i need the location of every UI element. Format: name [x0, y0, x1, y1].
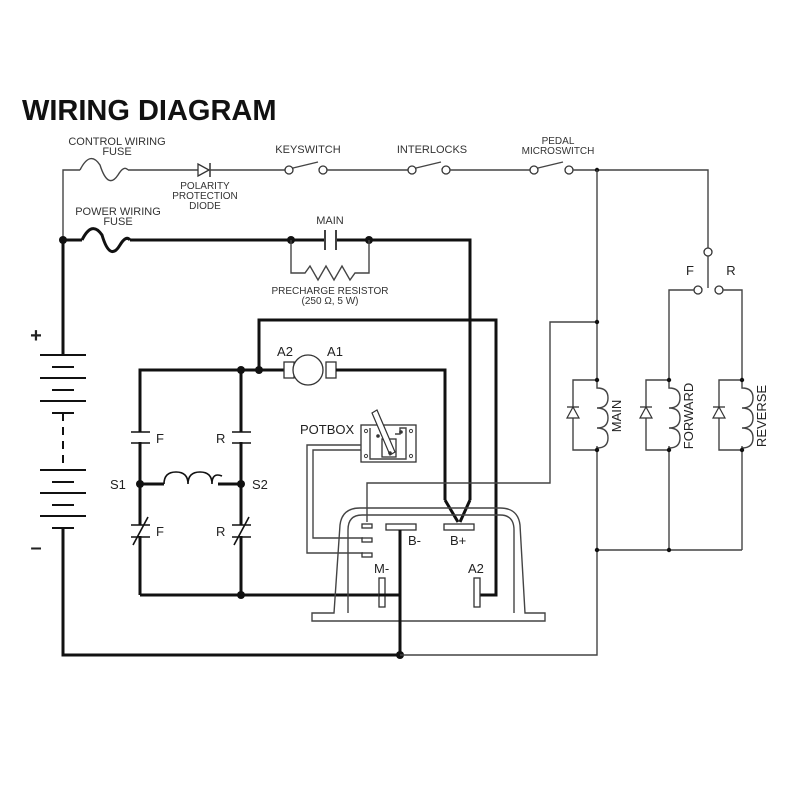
control-wire-right — [573, 169, 709, 248]
motor-controller — [311, 507, 546, 622]
main-contact-icon — [324, 230, 337, 250]
field-winding-icon — [163, 471, 223, 485]
controller-b-plus-label: B+ — [450, 533, 466, 548]
control-fuse-label-1: CONTROL WIRING — [68, 136, 165, 148]
s2-label: S2 — [252, 477, 268, 492]
potbox-icon — [360, 409, 417, 463]
diode-label-1: POLARITY — [180, 181, 230, 192]
contact-f-top-label: F — [156, 431, 164, 446]
junction-dot — [666, 547, 672, 553]
battery-icon — [40, 240, 400, 657]
potbox-label: POTBOX — [300, 422, 355, 437]
contact-r-bottom-label: R — [216, 524, 225, 539]
interlocks-switch-icon — [407, 161, 451, 175]
precharge-resistor-icon — [290, 240, 370, 282]
controller-a2-label: A2 — [468, 561, 484, 576]
keyswitch-icon — [284, 161, 328, 175]
junction-dot — [594, 319, 600, 325]
contact-r-top-label: R — [216, 431, 225, 446]
control-fuse-icon — [79, 157, 129, 182]
pedal-label-2: MICROSWITCH — [522, 146, 595, 157]
s1-label: S1 — [110, 477, 126, 492]
battery-plus-label: + — [30, 325, 42, 347]
motor-a1-label: A1 — [327, 344, 343, 359]
precharge-label-1: PRECHARGE RESISTOR — [271, 286, 388, 297]
power-fuse-label-1: POWER WIRING — [75, 206, 161, 218]
motor-armature-icon — [257, 318, 498, 597]
potbox-wire — [306, 444, 363, 554]
keyswitch-label: KEYSWITCH — [275, 144, 340, 156]
battery-minus-label: – — [30, 537, 41, 559]
potbox-wire — [312, 449, 363, 539]
fr-switch-r-label: R — [726, 263, 735, 278]
ksi-wire — [366, 321, 597, 522]
fr-switch-f-label: F — [686, 263, 694, 278]
control-circuit: CONTROL WIRING FUSE POLARITY PROTECTION … — [62, 136, 709, 550]
diode-label-3: DIODE — [189, 201, 221, 212]
bplus-wire — [458, 499, 472, 523]
pedal-microswitch-icon — [529, 161, 574, 175]
diode-label-2: PROTECTION — [172, 191, 238, 202]
controller-b-minus-label: B- — [408, 533, 421, 548]
interlocks-label: INTERLOCKS — [397, 144, 467, 156]
power-wire-to-bplus — [337, 238, 472, 500]
reverse-coil-label: REVERSE — [754, 385, 769, 447]
pedal-label-1: PEDAL — [542, 136, 575, 147]
power-circuit: POWER WIRING FUSE MAIN PRECHARGE RESISTO… — [59, 206, 472, 500]
motor-a2-label: A2 — [277, 344, 293, 359]
control-wire-left — [62, 169, 80, 240]
bplus-wire — [443, 499, 460, 523]
reverse-coil-icon — [711, 377, 754, 453]
diagram-title: WIRING DIAGRAM — [22, 95, 277, 127]
power-fuse-icon — [80, 227, 132, 254]
direction-contact-bridge — [128, 366, 400, 599]
power-fuse-label-2: FUSE — [103, 216, 132, 228]
forward-coil-icon — [638, 377, 681, 453]
main-coil-icon — [565, 377, 609, 453]
contact-f-bottom-label: F — [156, 524, 164, 539]
controller-m-minus-label: M- — [374, 561, 389, 576]
precharge-label-2: (250 Ω, 5 W) — [302, 296, 359, 307]
control-fuse-label-2: FUSE — [102, 146, 131, 158]
coil-return-wire — [400, 550, 598, 656]
junction-dot — [594, 547, 600, 553]
main-coil-label: MAIN — [609, 400, 624, 433]
polarity-diode-icon — [197, 162, 211, 178]
main-contact-label: MAIN — [316, 215, 344, 227]
fr-switch-icon — [668, 247, 743, 550]
forward-coil-label: FORWARD — [681, 383, 696, 449]
